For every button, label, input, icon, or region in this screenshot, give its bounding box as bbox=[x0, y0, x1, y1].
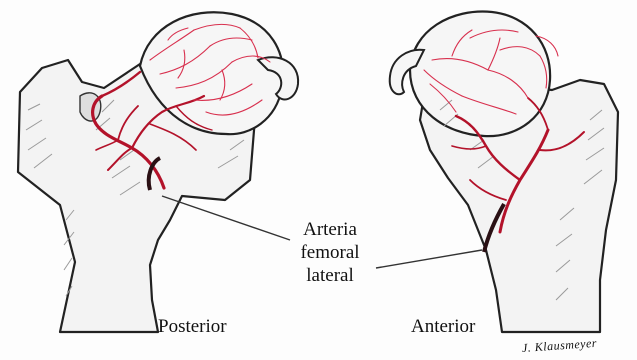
artery-label-line3: lateral bbox=[290, 264, 370, 287]
left-trochanteric-fossa bbox=[80, 93, 101, 121]
leader-line-anterior bbox=[376, 250, 482, 268]
anterior-label: Anterior bbox=[411, 316, 475, 338]
right-femur-anterior bbox=[390, 12, 618, 332]
left-femur-posterior bbox=[18, 12, 298, 332]
artery-label-line2: femoral bbox=[290, 241, 370, 264]
leader-line-posterior bbox=[162, 196, 290, 240]
artery-label-line1: Arteria bbox=[290, 218, 370, 241]
posterior-label: Posterior bbox=[158, 316, 227, 338]
artery-callout-label: Arteria femoral lateral bbox=[290, 218, 370, 287]
